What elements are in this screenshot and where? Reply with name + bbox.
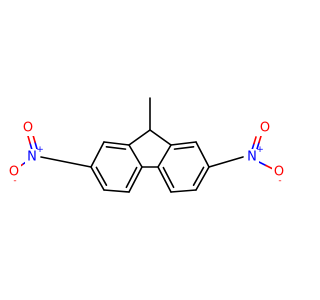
label-mask — [245, 149, 259, 165]
structure-canvas: N + O O - N + O O - — [7, 97, 286, 193]
label-mask — [21, 120, 35, 136]
bond-ring-right — [157, 144, 172, 168]
bond-ring-left-double — [105, 146, 127, 150]
oxygen-atom-left-top: O — [23, 121, 33, 136]
label-mask — [25, 149, 39, 165]
bond-c-n-left — [40, 156, 92, 168]
oxygen-charge-left: - — [13, 176, 16, 186]
bond-n-o-left-top — [29, 142, 33, 151]
bond-ring-right — [170, 189, 197, 193]
bond-n-o-right-bottom — [258, 161, 267, 167]
label-mask — [7, 164, 21, 180]
bond-n-o-left-top — [34, 141, 38, 150]
bond-c9-c9a — [149, 129, 172, 146]
bond-n-o-right-top — [256, 141, 260, 150]
bond-ring-right — [195, 141, 210, 168]
nitrogen-atom-left: N — [27, 150, 37, 165]
bond-ring-right-double — [162, 166, 175, 189]
label-mask — [272, 164, 286, 180]
bond-n-o-right-top — [253, 136, 257, 145]
bond-ring-left — [103, 189, 130, 193]
bond-ring-left — [90, 166, 105, 191]
bond-ring-left — [128, 166, 143, 193]
nitro-group-left: N + O O - — [7, 120, 44, 186]
bond-ring-right — [195, 166, 210, 191]
bond-ring-right — [170, 141, 197, 146]
bond-n-o-right-bottom — [265, 164, 274, 170]
bond-n-o-right-top — [258, 135, 262, 144]
bond-n-o-left-top — [27, 135, 31, 144]
oxygen-atom-right-top: O — [260, 121, 270, 136]
bond-n-o-right-top — [251, 142, 255, 151]
oxygen-atom-right-bottom: O — [274, 165, 284, 180]
bond-layer — [18, 97, 274, 193]
nitro-group-right: N + O O - — [245, 120, 286, 186]
molecule-drawing: N + O O - N + O O - — [7, 97, 286, 193]
label-mask — [258, 120, 272, 136]
bond-ring-right-double — [173, 146, 195, 150]
bond-n-o-left-top — [32, 134, 36, 143]
bond-ring-left — [128, 144, 143, 168]
bond-c9-c8a — [128, 129, 151, 146]
bond-ring-left — [90, 141, 105, 168]
nitrogen-charge-left: + — [36, 145, 44, 155]
bond-c-n-right — [208, 156, 244, 168]
bond-ring-left-double — [125, 166, 138, 189]
nitrogen-charge-right: + — [256, 145, 264, 155]
bond-ring-right-double — [192, 166, 205, 186]
oxygen-atom-left-bottom: O — [9, 165, 19, 180]
oxygen-charge-right: - — [278, 176, 281, 186]
bond-ring-left-double — [95, 166, 108, 186]
bond-ring-right — [157, 166, 172, 193]
nitrogen-atom-right: N — [247, 150, 257, 165]
bond-ring-left — [103, 141, 130, 146]
